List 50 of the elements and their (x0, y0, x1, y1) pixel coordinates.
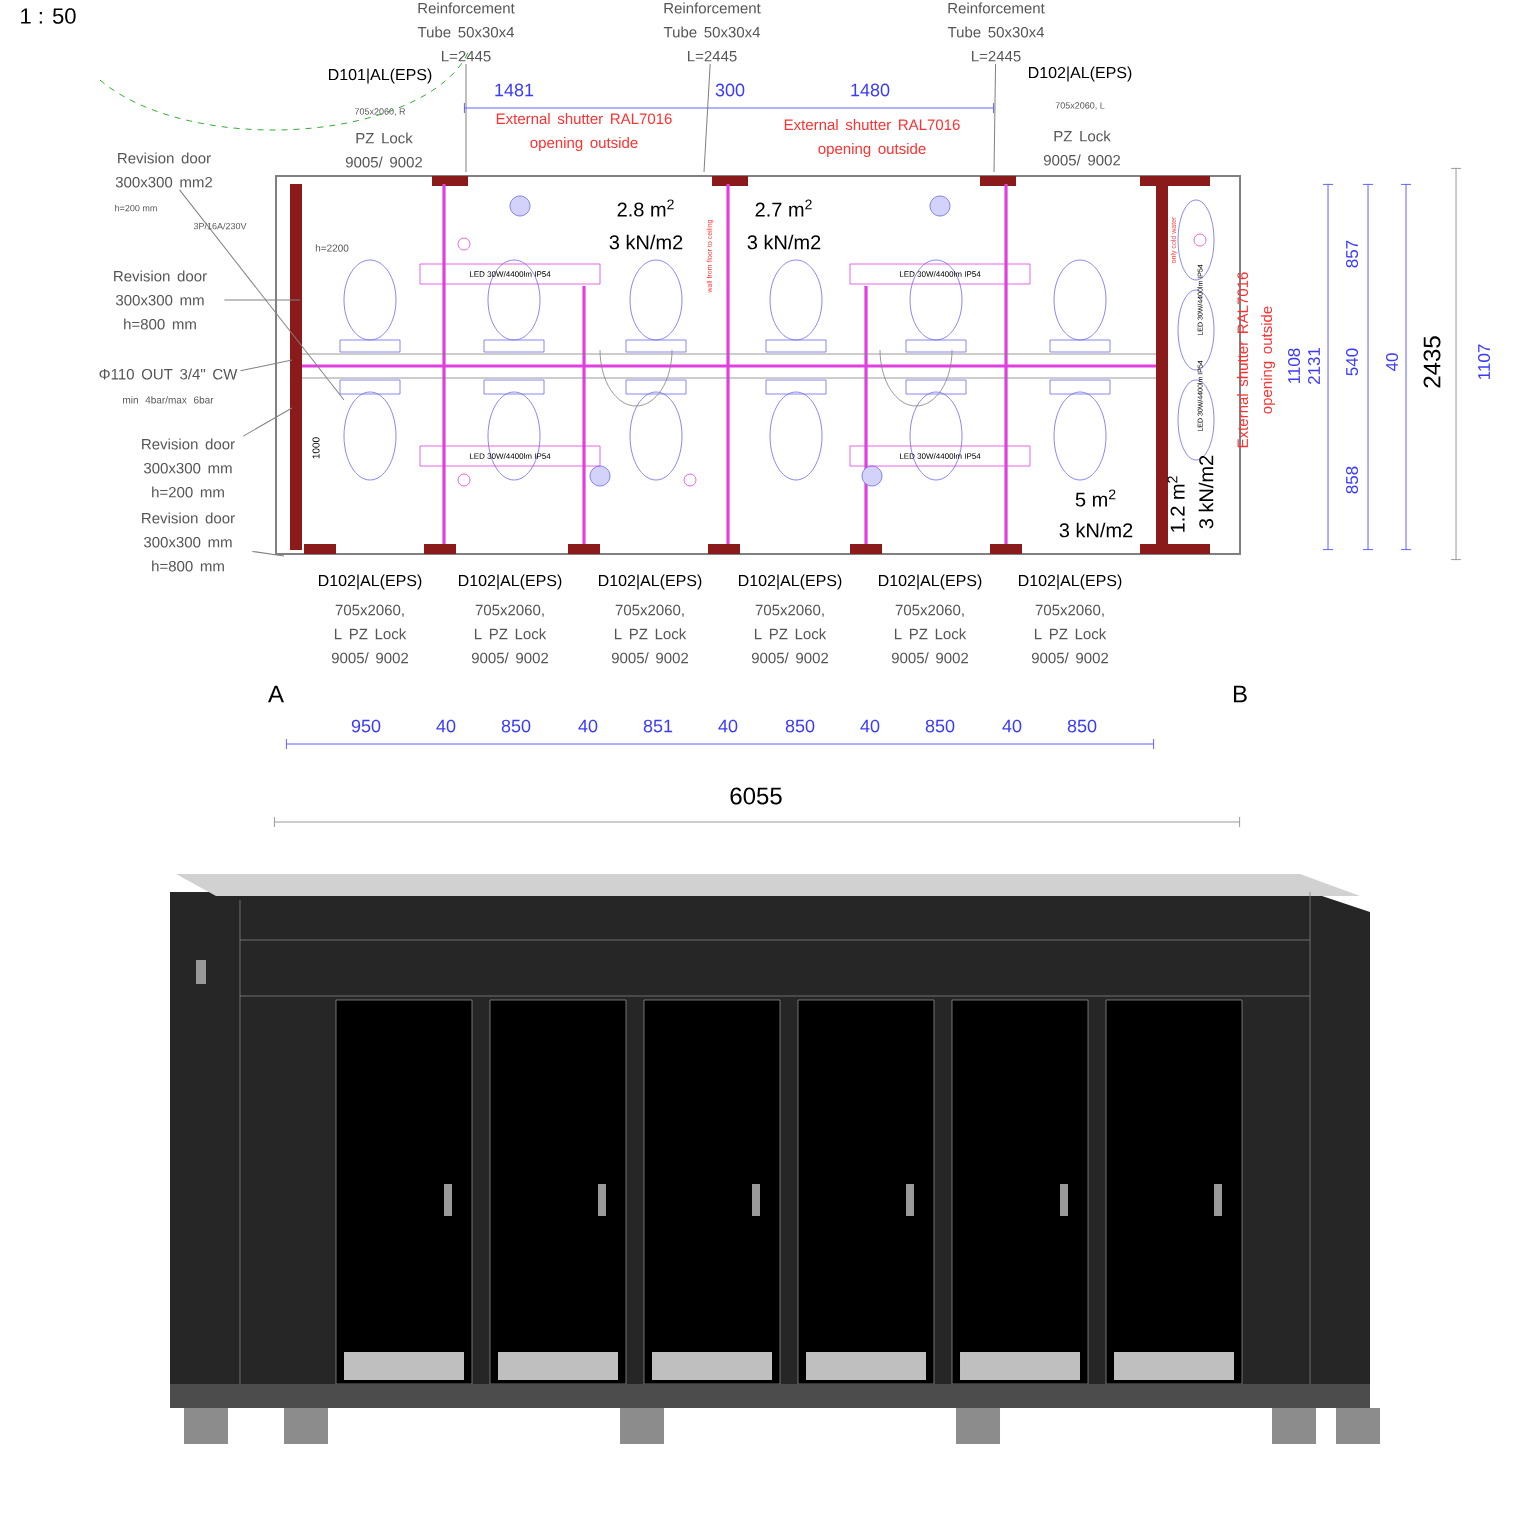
leader-line (242, 407, 293, 437)
door-code: D102|AL(EPS) (459, 574, 562, 590)
scale-label: 1 : 50 (21, 8, 76, 24)
dimension-value: 1108 (1288, 348, 1301, 383)
dimension-value: 6055 (730, 787, 782, 805)
dimension-value: 40 (1386, 353, 1399, 372)
section-mark: B (1234, 685, 1247, 703)
door-code: D102|AL(EPS) (879, 574, 982, 590)
door-code: D102|AL(EPS) (319, 574, 422, 590)
dimension-value: 2435 (1423, 336, 1441, 388)
door-code: D102|AL(EPS) (599, 574, 702, 590)
leader-line (251, 550, 285, 557)
leader-line (239, 359, 293, 372)
leader-line (179, 189, 345, 401)
dimension-value: 851 (643, 719, 673, 733)
dimension-value: 40 (578, 719, 598, 733)
leader-line (993, 63, 997, 173)
door-code: D101|AL(EPS) (329, 68, 432, 84)
load-label: 3 kN/m2 (1198, 455, 1214, 529)
dimension-value: 1107 (1478, 344, 1491, 379)
load-label: 3 kN/m2 (1059, 522, 1133, 538)
door-code: D102|AL(EPS) (1029, 66, 1132, 82)
area-label: 2.8 m$^{2}$ (617, 199, 674, 217)
dimension-value: 857 (1346, 240, 1359, 268)
dimension-value: 40 (1002, 719, 1022, 733)
dimension-value: 2131 (1308, 347, 1321, 385)
dimension-value: 850 (925, 719, 955, 733)
dimension-value: 300 (715, 83, 745, 97)
dimension-value: 850 (501, 719, 531, 733)
load-label: 3 kN/m2 (747, 234, 821, 250)
door-code: D102|AL(EPS) (739, 574, 842, 590)
dimension-value: 850 (1067, 719, 1097, 733)
leader-line (223, 299, 301, 301)
dimension-value: 1481 (495, 83, 534, 97)
dimension-value: 850 (785, 719, 815, 733)
leader-line (703, 63, 711, 173)
area-label: 5 m$^{2}$ (1075, 489, 1116, 507)
dimension-value: 40 (860, 719, 880, 733)
dimension-value: 858 (1346, 466, 1359, 494)
dimension-value: 950 (351, 719, 381, 733)
area-label: 2.7 m$^{2}$ (755, 199, 812, 217)
load-label: 3 kN/m2 (609, 234, 683, 250)
dimension-value: 40 (436, 719, 456, 733)
section-mark: A (268, 685, 284, 703)
dimension-value: 40 (718, 719, 738, 733)
door-code: D102|AL(EPS) (1019, 574, 1122, 590)
leader-line (465, 63, 467, 173)
dimension-value: 1480 (851, 83, 890, 97)
area-label: 1.2 m$^{2}$ (1167, 476, 1185, 532)
dimension-value: 540 (1346, 348, 1359, 376)
